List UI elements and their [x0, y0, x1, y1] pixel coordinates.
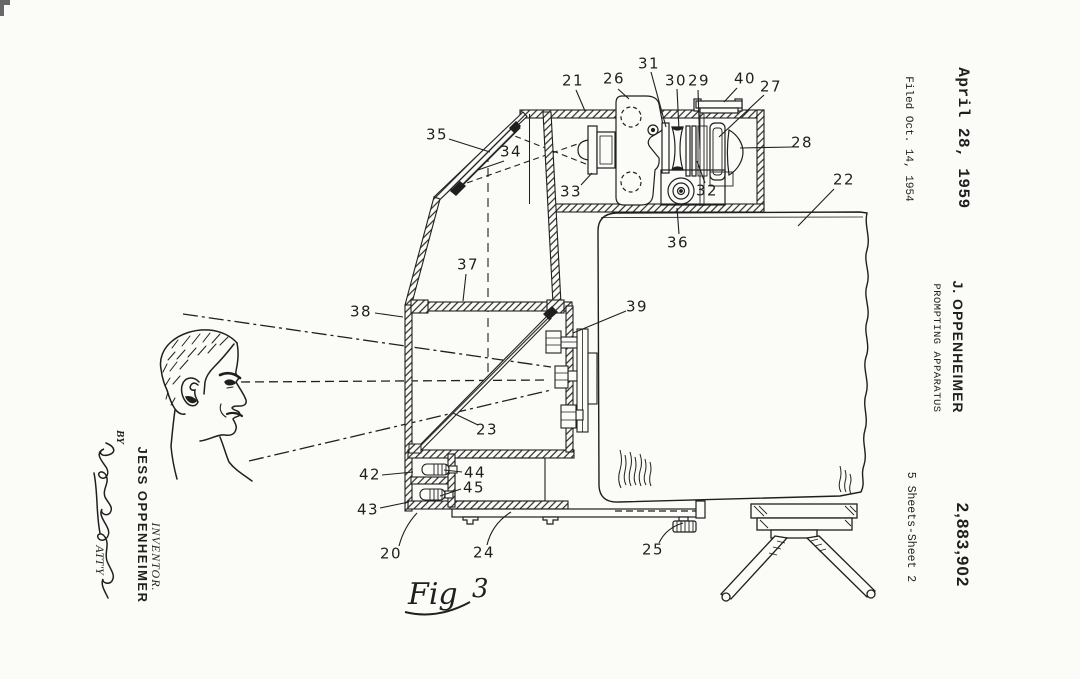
part-label-27: 27	[760, 78, 782, 96]
patent-date: April 28, 1959	[954, 67, 972, 209]
part-label-44: 44	[464, 464, 486, 482]
bottom-wall	[407, 500, 569, 510]
hood-front-slope	[404, 196, 441, 308]
lamp-shelf	[410, 476, 449, 485]
lamp-compartment	[419, 457, 546, 502]
shelf-end-block	[410, 299, 429, 314]
viewer-head	[159, 329, 253, 482]
motor-box	[660, 169, 726, 206]
part-label-20: 20	[380, 545, 402, 563]
part-label-40: 40	[734, 70, 756, 88]
part-label-42: 42	[359, 466, 381, 484]
spool-knob	[545, 330, 562, 354]
part-label-31: 31	[638, 55, 660, 73]
left-wall	[404, 304, 413, 512]
part-label-28: 28	[791, 134, 813, 152]
right-wall	[756, 109, 765, 211]
part-labels: 20 21 22 23 24 25 26 27 28 29 30 31 32 3…	[350, 55, 855, 563]
part-label-26: 26	[603, 70, 625, 88]
lamp-box-divider	[447, 453, 456, 508]
lens-barrel-27	[709, 122, 726, 181]
projector-floor	[549, 203, 765, 213]
part-label-39: 39	[626, 298, 648, 316]
inventor-label: INVENTOR.	[149, 522, 164, 592]
leader-lines	[374, 71, 835, 547]
film-tray-40	[695, 100, 743, 109]
mid-shelf	[407, 449, 575, 459]
lamp-45	[419, 488, 446, 501]
part-label-43: 43	[357, 501, 379, 519]
part-label-34: 34	[500, 143, 522, 161]
tripod-stand	[719, 503, 876, 602]
mouth	[225, 411, 244, 418]
scan-smudge	[0, 0, 10, 16]
window-clips	[450, 121, 521, 196]
tripod-leg	[805, 535, 876, 598]
attorney-signature	[93, 442, 115, 599]
spool-knob	[560, 404, 577, 429]
base-runner	[451, 500, 706, 533]
part-label-24: 24	[473, 544, 495, 562]
figure-caption-text: Fig	[407, 577, 458, 612]
advance-bracket	[545, 328, 598, 433]
figure-caption: Fig 3	[404, 574, 489, 616]
part-label-38: 38	[350, 303, 372, 321]
patent-title: PROMPTING APPARATUS	[930, 283, 942, 413]
mount-bracket	[615, 95, 664, 206]
film-strip	[699, 114, 705, 206]
sheet-shading	[618, 449, 852, 495]
figure-caption-number: 3	[472, 574, 489, 604]
adjust-knob-25	[672, 520, 697, 533]
patent-number: 2,883,902	[953, 502, 972, 588]
part-label-45: 45	[463, 479, 485, 497]
projection-beam-lines	[460, 130, 587, 374]
filed-date: Filed Oct. 14, 1954	[902, 76, 914, 202]
part-label-25: 25	[642, 541, 664, 559]
part-label-35: 35	[426, 126, 448, 144]
script-sheet	[597, 211, 869, 503]
hair-strokes	[162, 332, 229, 406]
lamp-44	[421, 463, 450, 476]
attorney-label: ATT'Y	[93, 545, 108, 575]
objective-lens-28	[726, 129, 744, 176]
hair-outline	[159, 329, 238, 415]
part-label-23: 23	[476, 421, 498, 439]
ear	[180, 377, 200, 407]
by-label: BY	[114, 429, 126, 445]
projection-lens-33	[577, 139, 590, 161]
part-label-30: 30	[665, 72, 687, 90]
projection-mirror	[408, 306, 558, 454]
part-label-32: 32	[696, 182, 718, 200]
sheet-number: 5 Sheets-Sheet 2	[904, 471, 918, 583]
film-projector	[577, 95, 744, 206]
part-label-33: 33	[560, 183, 582, 201]
sight-lines	[182, 313, 552, 462]
part-label-21: 21	[562, 72, 584, 90]
inventor-name-header: J. OPPENHEIMER	[950, 280, 966, 414]
eye	[224, 379, 237, 386]
spool-knob	[554, 365, 569, 389]
part-label-36: 36	[667, 234, 689, 252]
condenser-lens	[671, 126, 684, 171]
part-label-37: 37	[457, 256, 479, 274]
drive-pulley	[667, 177, 695, 205]
part-label-29: 29	[688, 72, 710, 90]
eyebrow	[218, 372, 242, 380]
tripod-leg	[719, 535, 789, 600]
part-label-22: 22	[833, 171, 855, 189]
